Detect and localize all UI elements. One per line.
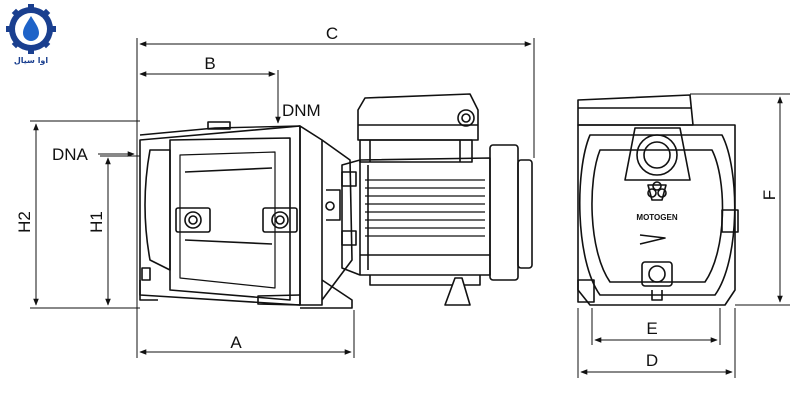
dim-label-dna: DNA xyxy=(52,145,89,164)
dim-label-h1: H1 xyxy=(87,211,106,233)
dim-label-d: D xyxy=(646,351,658,370)
logo-caption: اوا سیال xyxy=(13,56,49,65)
dim-label-e: E xyxy=(646,319,657,338)
company-logo: اوا سیال xyxy=(6,4,56,70)
dim-label-b: B xyxy=(204,54,215,73)
gear-drop-icon xyxy=(6,4,56,54)
dim-label-h2: H2 xyxy=(15,211,34,233)
pump-side-view xyxy=(139,93,533,309)
dim-label-a: A xyxy=(230,333,242,352)
dimension-lines xyxy=(30,38,790,378)
dim-label-dnm: DNM xyxy=(282,101,321,120)
brand-label: MOTOGEN xyxy=(636,213,677,222)
dim-label-c: C xyxy=(326,24,338,43)
dim-label-f: F xyxy=(760,190,779,200)
pump-front-view xyxy=(577,94,739,306)
